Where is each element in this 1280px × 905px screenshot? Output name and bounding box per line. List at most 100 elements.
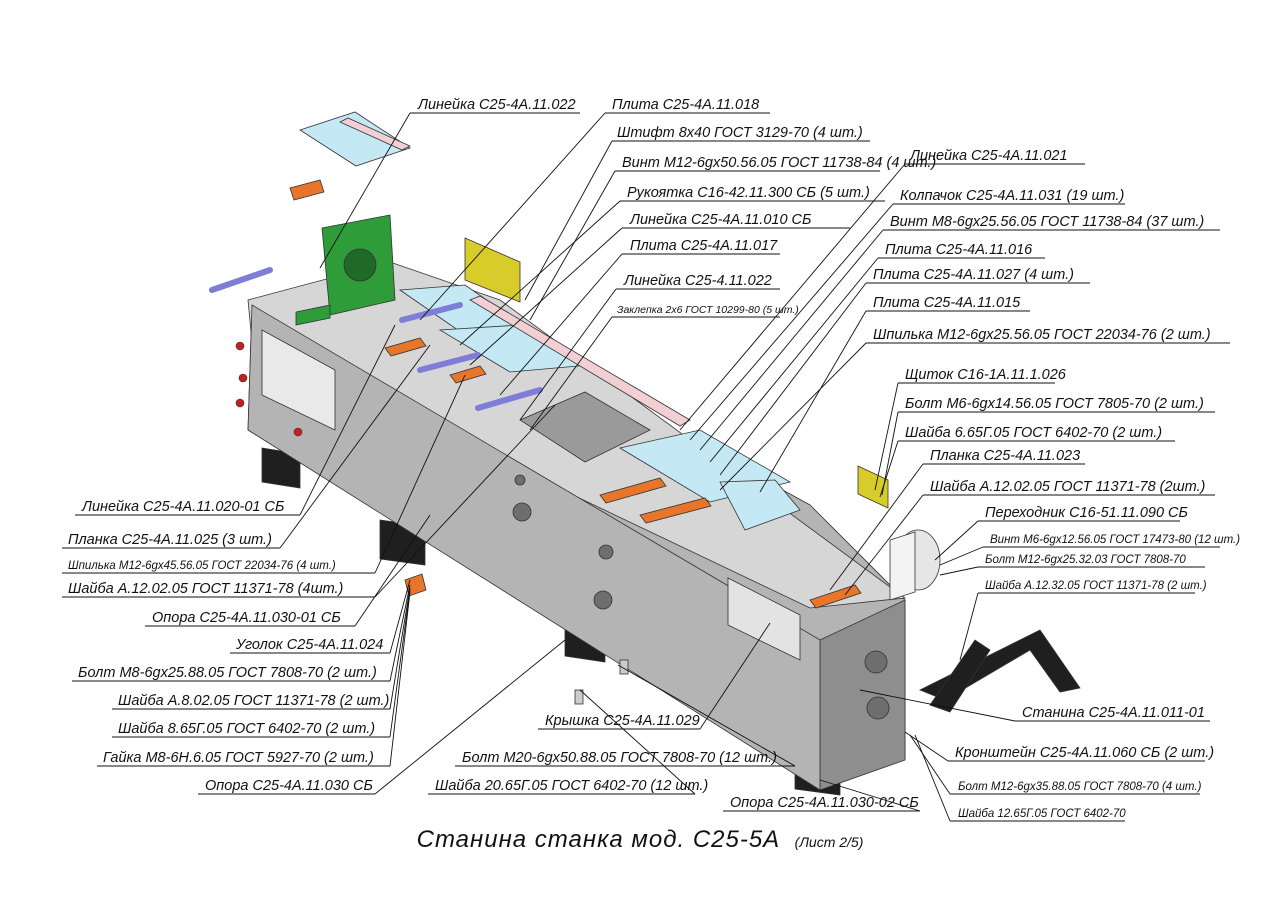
callout-label: Болт М8-6gх25.88.05 ГОСТ 7808-70 (2 шт.) [78, 665, 377, 681]
callout-leader [529, 316, 613, 431]
bed-hole-6 [866, 696, 890, 720]
callout-38: Болт М20-6gх50.88.05 ГОСТ 7808-70 (12 шт… [455, 664, 796, 767]
callout-11: Колпачок С25-4А.11.031 (19 шт.) [689, 188, 1125, 441]
callout-29: Шайба А.12.02.05 ГОСТ 11371-78 (4шт.) [62, 404, 556, 598]
bed-hole-2 [598, 544, 614, 560]
callout-16: Шпилька М12-6gх25.56.05 ГОСТ 22034-76 (2… [719, 327, 1230, 491]
callout-leader [374, 374, 466, 574]
callout-20: Планка С25-4А.11.023 [829, 448, 1085, 591]
bed-hole-5 [864, 650, 888, 674]
callout-leader [689, 203, 894, 441]
callout-26: Линейка С25-4А.11.020-01 СБ [75, 324, 396, 516]
callout-4: Винт М12-6gх50.56.05 ГОСТ 11738-84 (4 шт… [529, 155, 936, 321]
callout-leader [389, 579, 411, 654]
callout-14: Плита С25-4А.11.027 (4 шт.) [719, 267, 1090, 476]
callout-leader [819, 779, 921, 812]
callout-leader [719, 342, 867, 491]
callout-leader [469, 227, 623, 366]
callout-24: Болт М12-6gх25.32.03 ГОСТ 7808-70 [939, 554, 1205, 576]
callout-label: Штифт 8х40 ГОСТ 3129-70 (4 шт.) [617, 125, 863, 141]
orange-strip-5 [449, 365, 487, 384]
callout-leader [904, 731, 949, 762]
orange-bracket-top [289, 179, 325, 201]
callout-leader [319, 112, 411, 269]
orange-strip-4 [384, 337, 427, 357]
ruler-pink-top [339, 117, 411, 151]
bed-hole-1 [512, 502, 532, 522]
callout-1: Линейка С25-4А.11.022 [319, 97, 580, 269]
callout-22: Переходник С16-51.11.090 СБ [934, 505, 1188, 561]
callout-15: Плита С25-4А.11.015 [759, 295, 1030, 493]
callout-25: Шайба А.12.32.05 ГОСТ 11371-78 (2 шт.) [959, 580, 1207, 661]
red-button-1 [235, 341, 245, 351]
drawing-title: Станина станка мод. С25-5А [416, 826, 781, 853]
callout-leader [874, 382, 899, 491]
callout-leader [389, 584, 411, 682]
callout-2: Плита С25-4А.11.018 [419, 97, 770, 321]
callout-13: Плита С25-4А.11.016 [709, 242, 1045, 463]
callout-3: Штифт 8х40 ГОСТ 3129-70 (4 шт.) [524, 125, 870, 301]
cover-bolt-2 [619, 659, 629, 675]
callout-42: Кронштейн С25-4А.11.060 СБ (2 шт.) [904, 731, 1214, 762]
callout-leader [374, 404, 556, 598]
callout-leader [419, 112, 606, 321]
callout-label: Уголок С25-4А.11.024 [235, 637, 383, 653]
handle-4 [475, 387, 543, 411]
callout-12: Винт М8-6gх25.56.05 ГОСТ 11738-84 (37 шт… [699, 214, 1220, 451]
bed-side-face [247, 304, 821, 791]
red-button-3 [235, 398, 245, 408]
callout-27: Планка С25-4А.11.025 (3 шт.) [62, 344, 431, 549]
callout-label: Винт М8-6gх25.56.05 ГОСТ 11738-84 (37 шт… [890, 214, 1204, 230]
callout-label: Линейка С25-4.11.022 [623, 273, 772, 289]
callout-leader [719, 282, 867, 476]
callout-label: Переходник С16-51.11.090 СБ [985, 505, 1188, 521]
callout-32: Болт М8-6gх25.88.05 ГОСТ 7808-70 (2 шт.) [72, 584, 411, 682]
callout-21: Шайба А.12.02.05 ГОСТ 11371-78 (2шт.) [844, 479, 1215, 596]
callout-label: Заклепка 2х6 ГОСТ 10299-80 (5 шт.) [617, 304, 799, 316]
callout-label: Шпилька М12-6gх45.56.05 ГОСТ 22034-76 (4… [68, 560, 336, 572]
callout-leader [279, 344, 431, 549]
callout-leader [529, 170, 616, 321]
callout-label: Опора С25-4А.11.030-02 СБ [730, 795, 919, 811]
callout-leader [829, 463, 924, 591]
callout-17: Щиток С16-1А.11.1.026 [874, 367, 1067, 491]
callout-label: Колпачок С25-4А.11.031 (19 шт.) [900, 188, 1124, 204]
handle-2 [399, 302, 463, 323]
callout-10: Линейка С25-4А.11.021 [679, 148, 1085, 431]
callout-leader [879, 440, 899, 498]
callout-leader [934, 520, 979, 561]
handle-3 [417, 352, 481, 373]
callout-label: Шайба 6.65Г.05 ГОСТ 6402-70 (2 шт.) [905, 425, 1162, 441]
callout-label: Шпилька М12-6gх25.56.05 ГОСТ 22034-76 (2… [873, 327, 1211, 343]
cover-bolt [574, 689, 584, 705]
handle-1 [209, 267, 273, 293]
callout-label: Плита С25-4А.11.027 (4 шт.) [873, 267, 1074, 283]
callout-label: Винт М12-6gх50.56.05 ГОСТ 11738-84 (4 шт… [622, 155, 936, 171]
callout-37: Крышка С25-4А.11.029 [538, 622, 771, 730]
callout-label: Линейка С25-4А.11.020-01 СБ [81, 499, 284, 515]
bed-hole-3 [593, 590, 613, 610]
callout-43: Болт М12-6gх35.88.05 ГОСТ 7808-70 (4 шт.… [909, 734, 1202, 795]
callout-leader [759, 310, 867, 493]
callout-label: Шайба А.12.02.05 ГОСТ 11371-78 (4шт.) [68, 581, 343, 597]
callout-leader [909, 734, 951, 795]
callout-leader [699, 229, 884, 451]
green-pad [295, 304, 331, 326]
callout-39: Шайба 20.65Г.05 ГОСТ 6402-70 (12 шт.) [428, 689, 708, 795]
callout-23: Винт М6-6gх12.56.05 ГОСТ 17473-80 (12 шт… [939, 534, 1240, 566]
callout-35: Гайка М8-6Н.6.05 ГОСТ 5927-70 (2 шт.) [97, 591, 411, 767]
callout-leader [709, 257, 879, 463]
callout-leader [939, 546, 984, 566]
callout-leader [939, 566, 979, 576]
control-panel [261, 329, 336, 431]
callout-9: Заклепка 2х6 ГОСТ 10299-80 (5 шт.) [529, 304, 799, 431]
callout-label: Болт М20-6gх50.88.05 ГОСТ 7808-70 (12 шт… [462, 750, 777, 766]
callout-leader [959, 592, 979, 661]
callout-34: Шайба 8.65Г.05 ГОСТ 6402-70 (2 шт.) [112, 589, 411, 738]
callout-33: Шайба А.8.02.05 ГОСТ 11371-78 (2 шт.) [112, 587, 411, 710]
callout-31: Уголок С25-4А.11.024 [230, 579, 411, 654]
callout-label: Станина С25-4А.11.011-01 [1022, 705, 1205, 721]
plate-11-015 [719, 479, 801, 531]
red-button-2 [238, 373, 248, 383]
